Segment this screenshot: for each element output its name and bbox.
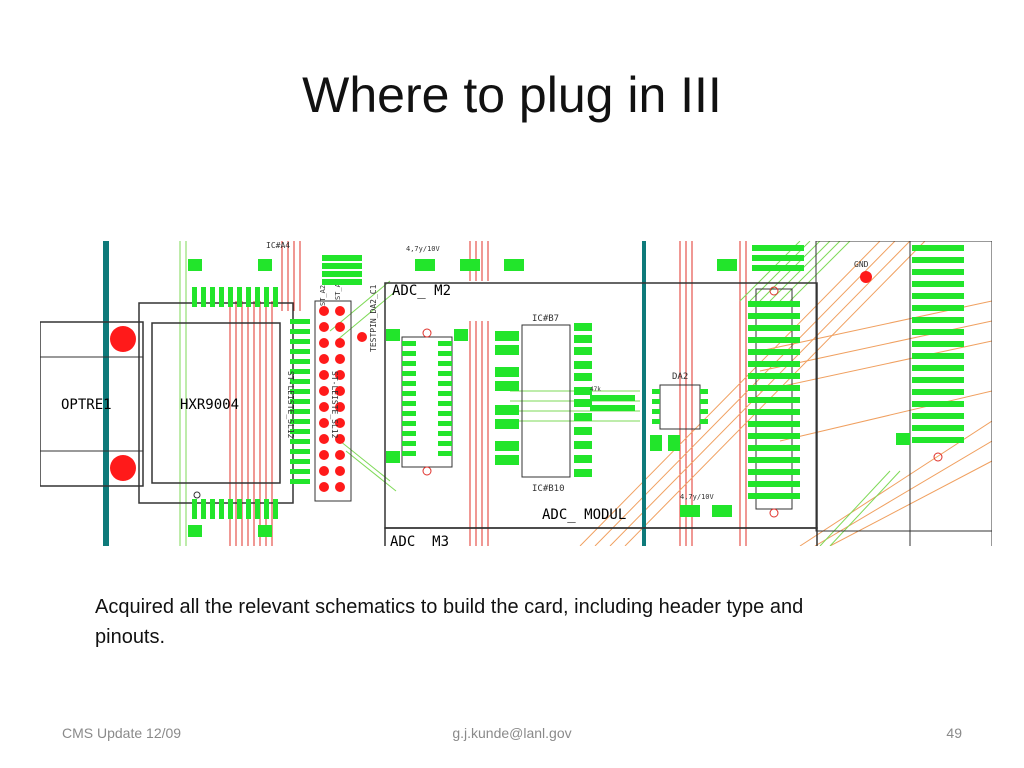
hxr-chip: HXR9004 xyxy=(138,259,310,537)
st-a2-label: ST_A2 xyxy=(319,285,327,306)
slide-title: Where to plug in III xyxy=(302,67,722,123)
adc-m2-module: ADC_ M2 ADC_ MODUL 4,7y/10V 4,7y/10V xyxy=(384,245,818,529)
adc-m3-label: ADC_ M3 xyxy=(390,534,449,546)
footer-center: g.j.kunde@lanl.gov xyxy=(452,725,572,741)
ic-top-label: IC#A4 xyxy=(266,241,290,250)
hxr-label: HXR9004 xyxy=(180,397,239,413)
ic-b7-label: IC#B7 xyxy=(532,314,559,324)
adc-m2-label: ADC_ M2 xyxy=(392,283,451,299)
optre-label: OPTRE1 xyxy=(61,397,112,413)
da2-label: DA2 xyxy=(672,372,688,382)
gnd-label: GND xyxy=(854,260,869,269)
red-marker-top xyxy=(110,326,136,352)
res-47k-label: 47k xyxy=(590,386,601,393)
ic-b10-label: IC#B10 xyxy=(532,484,565,494)
slide-body-text: Acquired all the relevant schematics to … xyxy=(95,596,804,648)
adc-m3-module: ADC_ M3 xyxy=(384,527,818,546)
cap-top-label: 4,7y/10V xyxy=(406,245,441,253)
right-connector-area: GND xyxy=(815,241,992,546)
testpin-label: TESTPIN_DA2_C1 xyxy=(369,284,378,352)
adc-modul-label: ADC_ MODUL xyxy=(542,507,626,523)
slide-number: 49 xyxy=(946,725,962,741)
st-leiste-header: ST_A2 ST_A1 ST-LEISTE_SL12 ST-LEISTE_SL1… xyxy=(286,279,378,502)
st-leiste-label-a: ST-LEISTE_SL12 xyxy=(286,371,295,439)
teal-rail-left xyxy=(103,241,109,546)
pcb-schematic-svg: OPTRE1 HXR9004 xyxy=(40,241,992,546)
st-leiste-label-b: ST-LEISTE_SL12 xyxy=(330,371,339,439)
teal-rail-right xyxy=(642,241,646,546)
top-resistors xyxy=(322,255,362,285)
st-a1-label: ST_A1 xyxy=(334,279,342,300)
pcb-schematic-image: OPTRE1 HXR9004 xyxy=(40,241,992,546)
red-marker-bottom xyxy=(110,455,136,481)
cap-bottom-label: 4,7y/10V xyxy=(680,493,715,501)
footer-left: CMS Update 12/09 xyxy=(62,725,182,741)
optre-connector: OPTRE1 xyxy=(40,321,144,487)
